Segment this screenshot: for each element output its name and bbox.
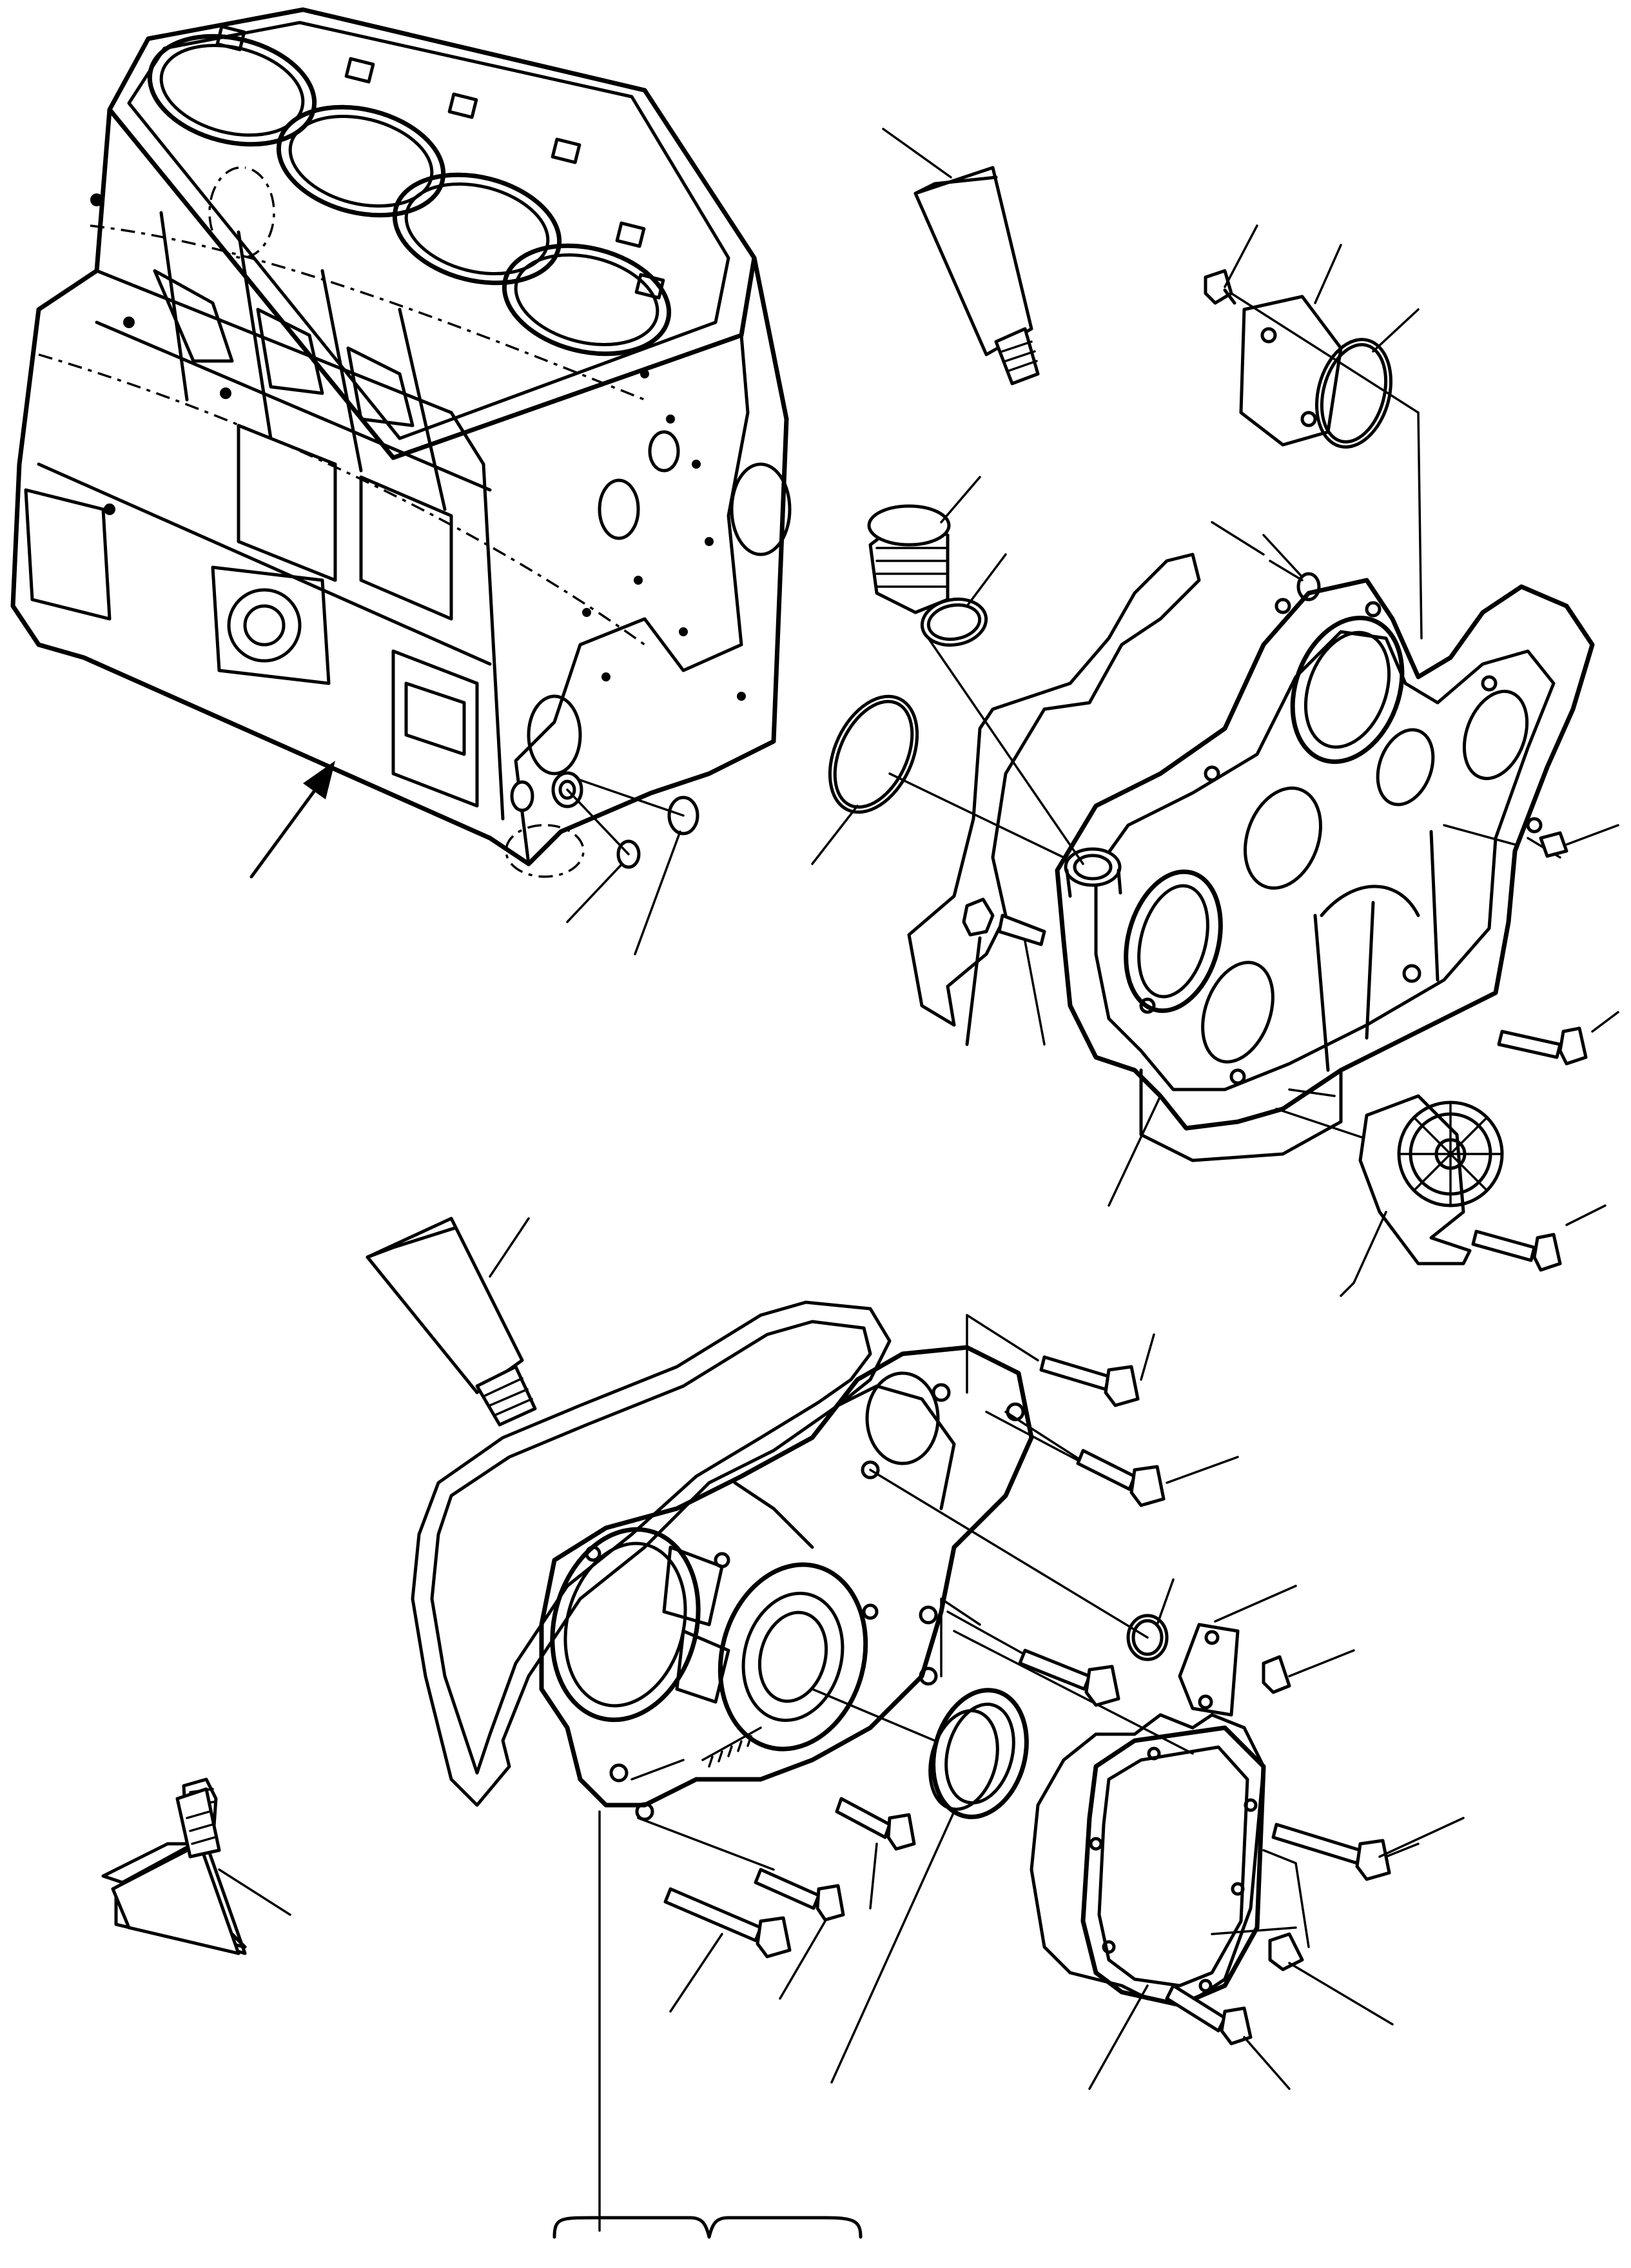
cylinder-block bbox=[10, 7, 792, 878]
front-oil-seal bbox=[830, 1688, 1029, 2084]
assembly-brace bbox=[552, 1810, 863, 2239]
rear-cover-bolts bbox=[1165, 1817, 1465, 2090]
front-cover-plate bbox=[907, 521, 1619, 1207]
dowel-pin bbox=[1539, 831, 1568, 858]
cover-bolts bbox=[663, 1333, 1355, 2013]
rear-cover bbox=[1030, 1713, 1310, 2090]
gear-case-cover bbox=[411, 1300, 1194, 1871]
sealant-tube-middle bbox=[366, 1217, 537, 1427]
case-o-ring bbox=[1262, 534, 1321, 601]
block-arrow bbox=[249, 761, 335, 879]
block-o-rings bbox=[566, 779, 699, 955]
sealant-tube-lower bbox=[101, 1777, 291, 1955]
water-outlet-cover bbox=[1126, 1578, 1297, 1717]
oil-filler-plug bbox=[811, 476, 1084, 865]
cover-plate bbox=[1204, 224, 1423, 640]
sealant-tube-upper bbox=[882, 128, 1040, 386]
case-bolts bbox=[962, 897, 1619, 1272]
oil-pump bbox=[1288, 1088, 1504, 1297]
